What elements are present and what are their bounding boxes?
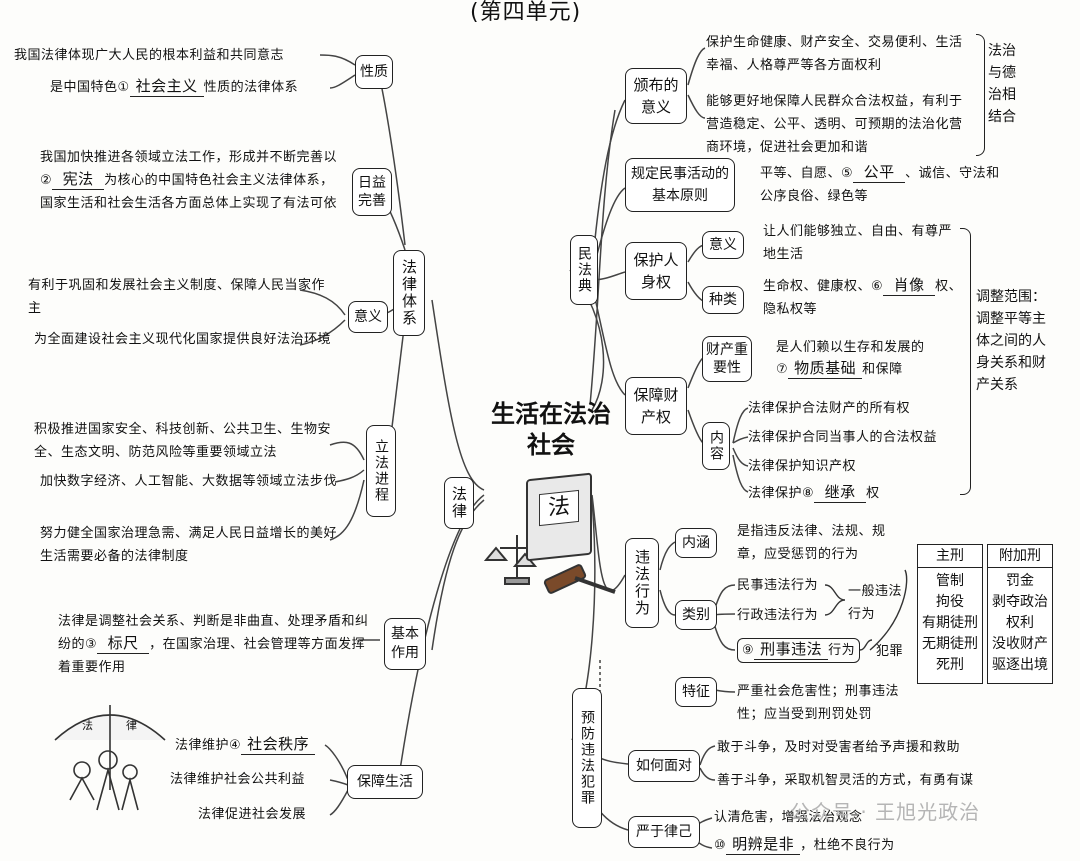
penalty-add-table: 附加刑 罚金 剥夺政治 权利 没收财产 驱逐出境 <box>987 544 1053 684</box>
node-weifa: 违法行为 <box>625 538 659 628</box>
penalty-main-item: 拘役 <box>936 594 964 610</box>
blank-1: 社会主义 <box>129 77 204 97</box>
penalty-add-item: 剥夺政治 <box>992 594 1048 610</box>
node-leibie: 类别 <box>675 600 717 630</box>
yiyi-line2: 为全面建设社会主义现代化国家提供良好法治环境 <box>34 332 332 347</box>
banbu-line1: 保护生命健康、财产安全、交易便利、生活幸福、人格尊严等各方面权利 <box>706 35 963 73</box>
penalty-main-header: 主刑 <box>918 545 982 568</box>
node-caichan: 保障财产权 <box>625 377 687 435</box>
node-yufang: 预防违法犯罪 <box>572 688 602 828</box>
yiban-weifa: 一般违法行为 <box>848 584 903 622</box>
neirong-line2: 法律保护合同当事人的合法权益 <box>748 430 938 445</box>
lifa-line3: 努力健全国家治理急需、满足人民日益增长的美好生活需要必备的法律制度 <box>40 526 338 564</box>
node-renshen-yiyi: 意义 <box>702 231 744 259</box>
caichan-zy-line1: 是人们赖以生存和发展的 <box>776 340 925 355</box>
lifa-line1: 积极推进国家安全、科技创新、公共卫生、生物安全、生态文明、防范风险等重要领域立法 <box>34 422 332 460</box>
blank-10: 明辨是非 <box>726 835 801 855</box>
node-fazhi: 法律 <box>444 477 474 529</box>
penalty-main-item: 管制 <box>936 573 964 589</box>
penalty-main-item: 死刑 <box>936 657 964 673</box>
penalty-main-item: 无期徒刑 <box>922 636 978 652</box>
banbu-bracket <box>976 34 985 156</box>
leibie-line1: 民事违法行为 <box>737 578 819 593</box>
center-title: 生活在法治社会 <box>491 400 611 459</box>
node-yiyi-left: 意义 <box>348 301 388 333</box>
umbrella-family-icon <box>54 705 166 811</box>
node-jiben-zuoyong: 基本作用 <box>384 618 426 670</box>
umbrella-char-a: 法 <box>82 719 94 732</box>
mianlin-line2: 善于斗争，采取机智灵活的方式，有勇有谋 <box>717 773 974 788</box>
baozhang-line3: 法律促进社会发展 <box>198 807 307 822</box>
page-header: (第四单元) <box>470 0 582 25</box>
blank-4: 社会秩序 <box>241 735 316 755</box>
tezheng-text: 严重社会危害性；刑事违法性；应当受到刑罚处罚 <box>737 684 900 722</box>
blank-2: 宪法 <box>52 170 105 190</box>
node-falv-tixi: 法律体系 <box>393 250 425 336</box>
banbu-line2: 能够更好地保障人民群众合法权益，有利于营造稳定、公平、透明、可预期的法治化营商环… <box>706 94 963 155</box>
leibie-line2: 行政违法行为 <box>737 608 819 623</box>
scales-of-justice-icon <box>483 535 538 585</box>
node-banbu-yiyi: 颁布的意义 <box>625 68 687 124</box>
node-neihan: 内涵 <box>675 528 717 558</box>
penalty-add-item: 驱逐出境 <box>992 657 1048 673</box>
node-renshen-zhonglei: 种类 <box>702 286 744 314</box>
neirong-line3: 法律保护知识产权 <box>748 459 857 474</box>
baozhang-line2: 法律维护社会公共利益 <box>170 772 306 787</box>
penalty-main-table: 主刑 管制 拘役 有期徒刑 无期徒刑 死刑 <box>917 544 983 684</box>
fanzui-label: 犯罪 <box>876 644 904 659</box>
node-minfadian: 民法典 <box>570 235 598 305</box>
yanyu-line1: 认清危害，增强法治观念 <box>714 810 863 825</box>
node-mianlin: 如何面对 <box>628 750 700 782</box>
node-lifa: 立法进程 <box>366 425 396 517</box>
node-caichan-zhongyao: 财产重要性 <box>702 336 752 382</box>
neihan-text: 是指违反法律、法规、规章，应受惩罚的行为 <box>737 524 886 562</box>
node-baozhang-shenghuo: 保障生活 <box>347 765 423 799</box>
tiaozheng-note: 调整范围：调整平等主体之间的人身关系和财产关系 <box>976 289 1046 393</box>
umbrella-char-b: 律 <box>126 719 138 732</box>
node-tezheng: 特征 <box>675 677 717 707</box>
blank-9: 刑事违法 <box>754 640 829 660</box>
blank-3: 标尺 <box>97 634 150 654</box>
node-caichan-neirong: 内容 <box>702 422 730 470</box>
mianlin-line1: 敢于斗争，及时对受害者给予声援和救助 <box>717 740 961 755</box>
penalty-add-item: 权利 <box>1006 615 1034 631</box>
node-xingzhi: 性质 <box>355 55 393 89</box>
neirong-line1: 法律保护合法财产的所有权 <box>748 401 911 416</box>
penalty-main-item: 有期徒刑 <box>922 615 978 631</box>
blank-5: 公平 <box>853 163 906 183</box>
penalty-add-item: 没收财产 <box>992 636 1048 652</box>
yiyi-line1: 有利于巩固和发展社会主义制度、保障人民当家作主 <box>28 278 326 316</box>
watermark: 公众号 · 王旭光政治 <box>790 800 981 824</box>
node-jiben-yuanze: 规定民事活动的基本原则 <box>625 158 735 212</box>
banbu-side-note: 法治与德治相结合 <box>988 43 1016 125</box>
node-yanyu: 严于律己 <box>628 816 700 848</box>
law-book-char: 法 <box>539 489 579 527</box>
gavel-icon <box>543 564 616 594</box>
lifa-line2: 加快数字经济、人工智能、大数据等领域立法步伐 <box>40 474 338 489</box>
law-book-icon: 法 <box>526 472 592 562</box>
node-renshen: 保护人身权 <box>625 242 687 300</box>
xingzhi-line1: 我国法律体现广大人民的根本利益和共同意志 <box>14 48 285 63</box>
blank-8: 继承 <box>814 483 867 503</box>
renshen-yiyi-text: 让人们能够独立、自由、有尊严地生活 <box>763 224 953 262</box>
penalty-add-item: 罚金 <box>1006 573 1034 589</box>
penalty-add-header: 附加刑 <box>988 545 1052 568</box>
tiaozheng-bracket <box>960 228 971 495</box>
blank-6: 肖像 <box>883 276 936 296</box>
node-riyi: 日益完善 <box>352 168 392 216</box>
blank-7: 物质基础 <box>788 359 863 379</box>
